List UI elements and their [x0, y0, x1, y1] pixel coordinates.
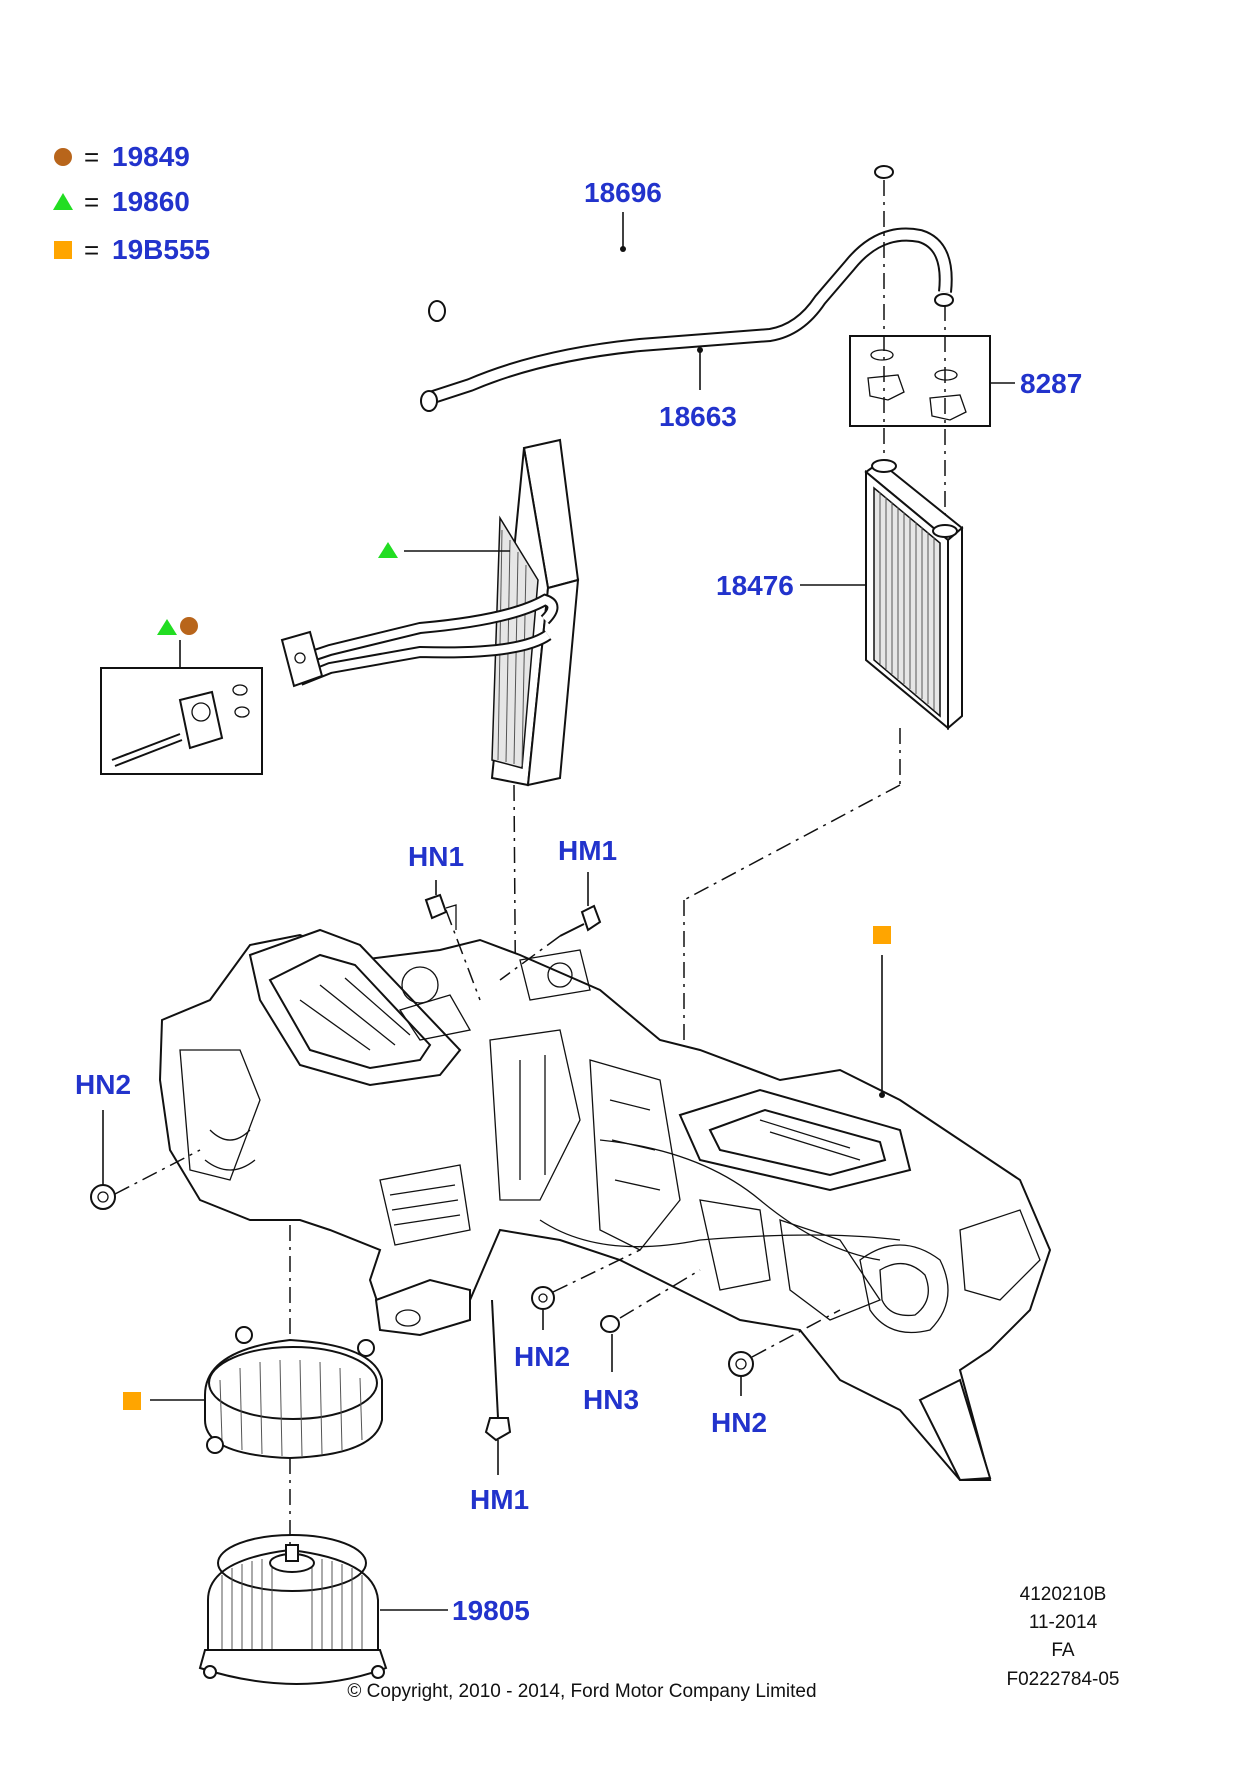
orange-square-icon	[873, 926, 891, 944]
hose-end	[874, 165, 894, 179]
evaporator-core	[280, 438, 580, 787]
cover-grille	[219, 1359, 363, 1457]
nut-hn1: HN1	[408, 841, 481, 1001]
heater-hose-18663	[420, 227, 954, 412]
label-18696: 18696	[584, 177, 662, 208]
clip-kit-8287: 8287	[849, 335, 1082, 427]
legend-equals: =	[84, 235, 99, 265]
brown-circle-icon	[180, 617, 198, 635]
bolt-hm1-bottom: HM1	[470, 1299, 529, 1515]
label-hn2-left: HN2	[75, 1069, 131, 1100]
blower-housing-cover	[123, 1326, 383, 1460]
heater-core-fins	[879, 492, 935, 710]
brown-circle-icon	[54, 148, 72, 166]
label-hm1-bottom: HM1	[470, 1484, 529, 1515]
orange-square-icon	[54, 241, 72, 259]
legend: = 19849 = 19860 = 19B555	[53, 141, 210, 265]
legend-item-19b555: = 19B555	[54, 234, 210, 265]
legend-equals: =	[84, 142, 99, 172]
hvac-housing	[158, 928, 1052, 1482]
hose-end	[420, 390, 438, 412]
legend-code-19b555: 19B555	[112, 234, 210, 265]
legend-code-19849: 19849	[112, 141, 190, 172]
blower-wheel-blades	[221, 1558, 363, 1667]
legend-equals: =	[84, 187, 99, 217]
nut-hn2-mid: HN2	[514, 1249, 641, 1372]
green-triangle-icon	[53, 193, 73, 210]
legend-item-19849: = 19849	[54, 141, 190, 172]
label-hn2-right: HN2	[711, 1407, 767, 1438]
reference-date: 11-2014	[1029, 1612, 1098, 1633]
label-19805: 19805	[452, 1595, 530, 1626]
heater-hose-18696	[428, 137, 894, 322]
legend-code-19860: 19860	[112, 186, 190, 217]
legend-item-19860: = 19860	[53, 186, 190, 217]
label-hn1: HN1	[408, 841, 464, 872]
nut-hn2-right: HN2	[711, 1309, 841, 1438]
copyright-notice: © Copyright, 2010 - 2014, Ford Motor Com…	[347, 1681, 816, 1702]
blower-motor-19805: 19805	[198, 1534, 530, 1685]
heater-core-18476: 18476	[716, 459, 964, 731]
reference-code: 4120210B	[1020, 1584, 1107, 1605]
hose-end	[934, 293, 954, 307]
label-hm1-top: HM1	[558, 835, 617, 866]
hose-end	[428, 300, 446, 322]
bolt-hm1-top: HM1	[499, 835, 617, 981]
label-18663: 18663	[659, 401, 737, 432]
nut-hn2-left: HN2	[75, 1069, 201, 1210]
green-triangle-icon	[378, 542, 398, 558]
washer-hn3: HN3	[583, 1269, 701, 1415]
reference-block: 4120210B 11-2014 FA F0222784-05	[1006, 1584, 1119, 1690]
figure-number: F0222784-05	[1006, 1669, 1119, 1690]
label-hn2-mid: HN2	[514, 1341, 570, 1372]
evaporator-fins	[497, 529, 527, 767]
reference-fa: FA	[1051, 1640, 1075, 1661]
label-18476: 18476	[716, 570, 794, 601]
expansion-valve-kit	[100, 617, 263, 775]
green-triangle-icon	[157, 619, 177, 635]
housing-19b555-marker	[873, 926, 891, 1098]
orange-square-icon	[123, 1392, 141, 1410]
label-hn3: HN3	[583, 1384, 639, 1415]
label-8287: 8287	[1020, 368, 1082, 399]
